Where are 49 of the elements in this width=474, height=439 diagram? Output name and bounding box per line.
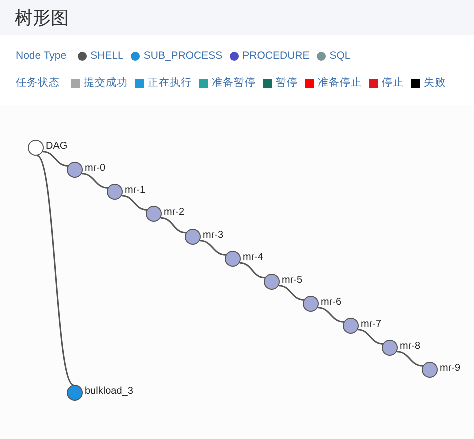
node-label: mr-4 <box>243 252 264 264</box>
legend-text: 失败 <box>424 76 446 90</box>
node-label: mr-2 <box>164 207 185 219</box>
legend-text: 准备暂停 <box>212 76 256 90</box>
title: 树形图 <box>15 6 69 30</box>
tree-link <box>42 151 68 167</box>
tree-node <box>264 274 280 290</box>
tree-node <box>343 318 359 334</box>
tree-link <box>122 195 148 211</box>
node-label: mr-7 <box>361 319 382 331</box>
node-label: bulkload_3 <box>85 386 134 398</box>
node-label: mr-8 <box>400 341 421 353</box>
node-label: mr-9 <box>440 363 461 375</box>
tree-link <box>318 307 344 323</box>
tree-link <box>160 217 186 234</box>
node-label: mr-3 <box>203 230 224 242</box>
tree-link <box>240 262 266 279</box>
tree-link <box>396 351 424 367</box>
tree-link <box>36 155 74 386</box>
node-label: mr-1 <box>125 185 146 197</box>
legend-text: PROCEDURE <box>242 50 310 62</box>
legend-text: 准备停止 <box>318 76 362 90</box>
node-label: DAG <box>46 141 68 153</box>
legend-text: SQL <box>330 50 351 62</box>
tree-node <box>303 296 319 312</box>
tree-link <box>200 240 226 256</box>
tree-link <box>82 173 108 189</box>
legend-text: 暂停 <box>276 76 298 90</box>
legend-text: 提交成功 <box>84 76 128 90</box>
legend-heading: Node Type <box>16 50 67 62</box>
legend-text: SUB_PROCESS <box>144 50 223 62</box>
node-label: mr-5 <box>282 275 303 287</box>
tree-node <box>382 340 398 356</box>
tree-node <box>422 362 438 378</box>
tree-link <box>358 329 384 345</box>
tree-node <box>225 251 241 267</box>
legend-heading: 任务状态 <box>16 76 60 90</box>
legend-text: 正在执行 <box>148 76 192 90</box>
tree-link <box>278 285 304 301</box>
node-label: mr-6 <box>321 297 342 309</box>
tree-node <box>146 206 162 222</box>
legend-text: 停止 <box>382 76 404 90</box>
tree-node <box>185 229 201 245</box>
legend-text: SHELL <box>90 50 124 62</box>
tree-node <box>67 385 83 401</box>
tree-node <box>107 184 123 200</box>
node-label: mr-0 <box>85 163 106 175</box>
tree-node <box>28 140 44 156</box>
tree-node <box>67 162 83 178</box>
